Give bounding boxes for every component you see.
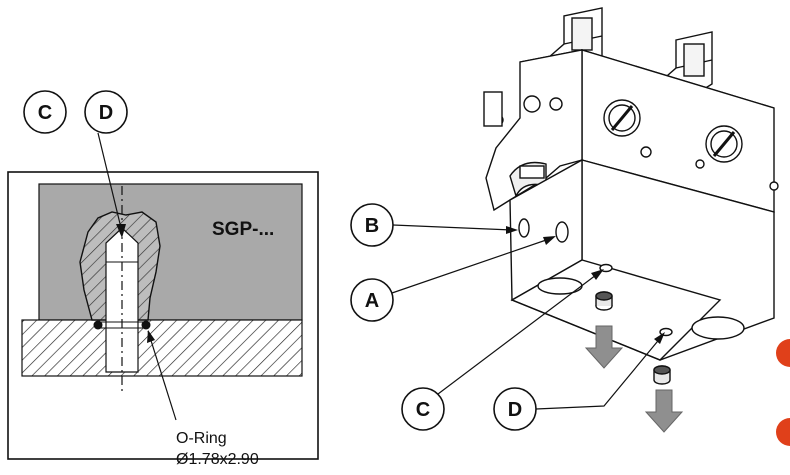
callout-d-label: D <box>99 102 113 124</box>
valve-isometric <box>483 7 779 385</box>
callout-c-label: C <box>38 102 52 124</box>
flow-arrow-1 <box>584 325 624 369</box>
detail-callouts: C D O-Ring Ø1.78x2.90 <box>23 90 259 468</box>
callout-d-iso-label: D <box>508 399 522 421</box>
component-body <box>38 183 303 321</box>
callout-a-label: A <box>365 290 379 312</box>
o-ring-right <box>141 320 151 330</box>
o-ring-dimension: Ø1.78x2.90 <box>176 451 259 468</box>
plug-screw-1 <box>595 291 613 311</box>
callout-d-circle <box>84 90 128 134</box>
iso-callouts: B A C D <box>350 203 665 431</box>
o-ring-label: O-Ring <box>176 430 227 447</box>
o-ring-left <box>93 320 103 330</box>
callout-c-iso-circle <box>401 387 445 431</box>
red-marker-lower <box>776 418 790 446</box>
callout-c-circle <box>23 90 67 134</box>
callout-c-iso-label: C <box>416 399 430 421</box>
plug-screw-2 <box>653 365 671 385</box>
screw-top-left <box>603 99 641 137</box>
detail-cross-section: SGP-... <box>7 171 319 460</box>
callout-arrowhead <box>116 224 126 238</box>
flow-arrow-2 <box>644 389 684 433</box>
port-a <box>555 221 569 243</box>
component-label: SGP-... <box>212 219 274 240</box>
port-b <box>518 218 530 238</box>
o-ring-leader <box>147 330 177 421</box>
base-plate <box>21 319 303 377</box>
red-marker-upper <box>776 339 790 367</box>
callout-b-label: B <box>365 215 379 237</box>
screw-top-right <box>705 125 743 163</box>
callout-leader <box>97 132 123 233</box>
callout-a-circle <box>350 278 394 322</box>
